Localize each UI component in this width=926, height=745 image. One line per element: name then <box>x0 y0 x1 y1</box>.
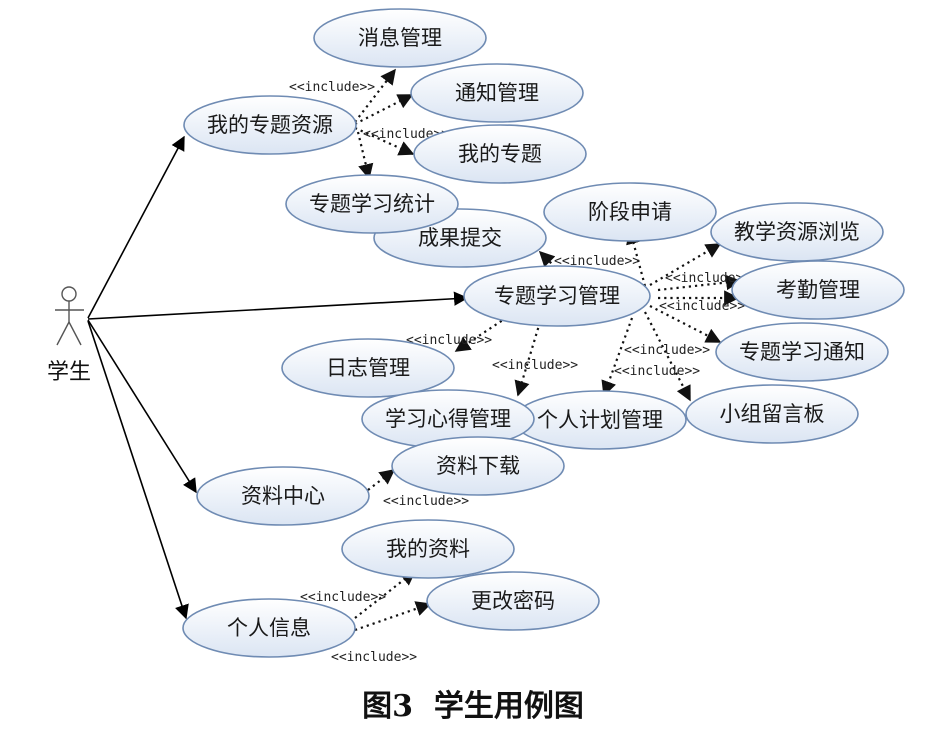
use-case-label: 消息管理 <box>358 26 442 50</box>
use-case-label: 资料下载 <box>436 454 520 478</box>
use-case-label: 我的资料 <box>386 537 470 561</box>
include-edge <box>354 570 417 619</box>
use-case-label: 阶段申请 <box>588 200 672 224</box>
assoc-zhuanti-ziyuan <box>87 135 185 319</box>
use-case-liuyan: 小组留言板 <box>685 384 859 444</box>
include-edge <box>367 469 396 491</box>
use-case-label: 学习心得管理 <box>385 407 511 431</box>
include-label: <<include>> <box>406 333 492 348</box>
use-case-jiaoxue: 教学资源浏览 <box>710 202 884 262</box>
include-label: <<include>> <box>331 650 417 665</box>
use-case-label: 专题学习统计 <box>309 192 435 216</box>
use-case-ziliao-zhongxin: 资料中心 <box>196 466 370 526</box>
use-case-label: 教学资源浏览 <box>734 220 860 244</box>
use-case-label: 专题学习通知 <box>739 340 865 364</box>
include-edge <box>454 313 513 352</box>
include-edge <box>649 305 722 343</box>
use-case-jieduan: 阶段申请 <box>543 182 717 242</box>
assoc-zhuanti-guanli <box>87 291 469 320</box>
assoc-ziliao-zhongxin <box>87 319 197 494</box>
include-relations <box>354 68 742 632</box>
use-case-zhuanti-guanli: 专题学习管理 <box>463 265 651 327</box>
assoc-geren <box>87 320 189 620</box>
use-case-zhuanti-ziyuan: 我的专题资源 <box>183 95 357 155</box>
use-case-label: 个人计划管理 <box>537 408 663 432</box>
include-label: <<include>> <box>383 494 469 509</box>
include-label: <<include>> <box>300 590 386 605</box>
use-case-tongzhi: 通知管理 <box>410 63 584 123</box>
use-case-label: 通知管理 <box>455 81 539 105</box>
use-case-wode-zhuanti: 我的专题 <box>413 124 587 184</box>
figure-caption: 图3 学生用例图 <box>362 689 584 724</box>
use-case-label: 个人信息 <box>227 616 311 640</box>
use-case-label: 资料中心 <box>241 484 325 508</box>
include-label: <<include>> <box>554 254 640 269</box>
use-case-label: 成果提交 <box>418 226 502 250</box>
use-case-wode-ziliao: 我的资料 <box>341 519 515 579</box>
include-edge <box>354 601 432 632</box>
use-case-label: 小组留言板 <box>720 402 825 426</box>
include-edge <box>354 126 415 156</box>
use-case-geren: 个人信息 <box>182 598 356 658</box>
include-label: <<include>> <box>289 80 375 95</box>
include-edge <box>538 250 561 273</box>
use-case-xinde: 学习心得管理 <box>361 389 535 449</box>
actor-label: 学生 <box>47 360 91 385</box>
use-case-ziliao-xiazai: 资料下载 <box>391 436 565 496</box>
use-case-zhuanti-tongzhi: 专题学习通知 <box>715 322 889 382</box>
include-label: <<include>> <box>492 358 578 373</box>
include-edge <box>649 243 722 286</box>
include-edge <box>601 317 634 397</box>
include-edge <box>657 274 742 292</box>
include-label: <<include>> <box>665 271 751 286</box>
use-case-rizhi: 日志管理 <box>281 338 455 398</box>
use-case-tongji: 专题学习统计 <box>285 174 459 234</box>
use-case-label: 我的专题 <box>458 142 542 166</box>
use-case-label: 专题学习管理 <box>494 284 620 308</box>
include-edge <box>356 131 374 180</box>
include-edge <box>354 68 396 123</box>
use-case-label: 考勤管理 <box>776 278 860 302</box>
include-edge <box>514 321 542 397</box>
include-edge <box>354 94 414 125</box>
use-case-label: 更改密码 <box>471 589 555 613</box>
use-case-kaoqin: 考勤管理 <box>731 260 905 320</box>
use-case-gengai: 更改密码 <box>426 571 600 631</box>
use-case-label: 我的专题资源 <box>207 113 333 137</box>
include-label: <<include>> <box>624 343 710 358</box>
use-case-jihua: 个人计划管理 <box>513 390 687 450</box>
actor-student: 学生 <box>47 286 91 385</box>
include-label: <<include>> <box>614 364 700 379</box>
include-edge <box>644 311 691 402</box>
use-case-xiaoxi: 消息管理 <box>313 8 487 68</box>
use-case-label: 日志管理 <box>326 356 410 380</box>
include-label: <<include>> <box>659 299 745 314</box>
